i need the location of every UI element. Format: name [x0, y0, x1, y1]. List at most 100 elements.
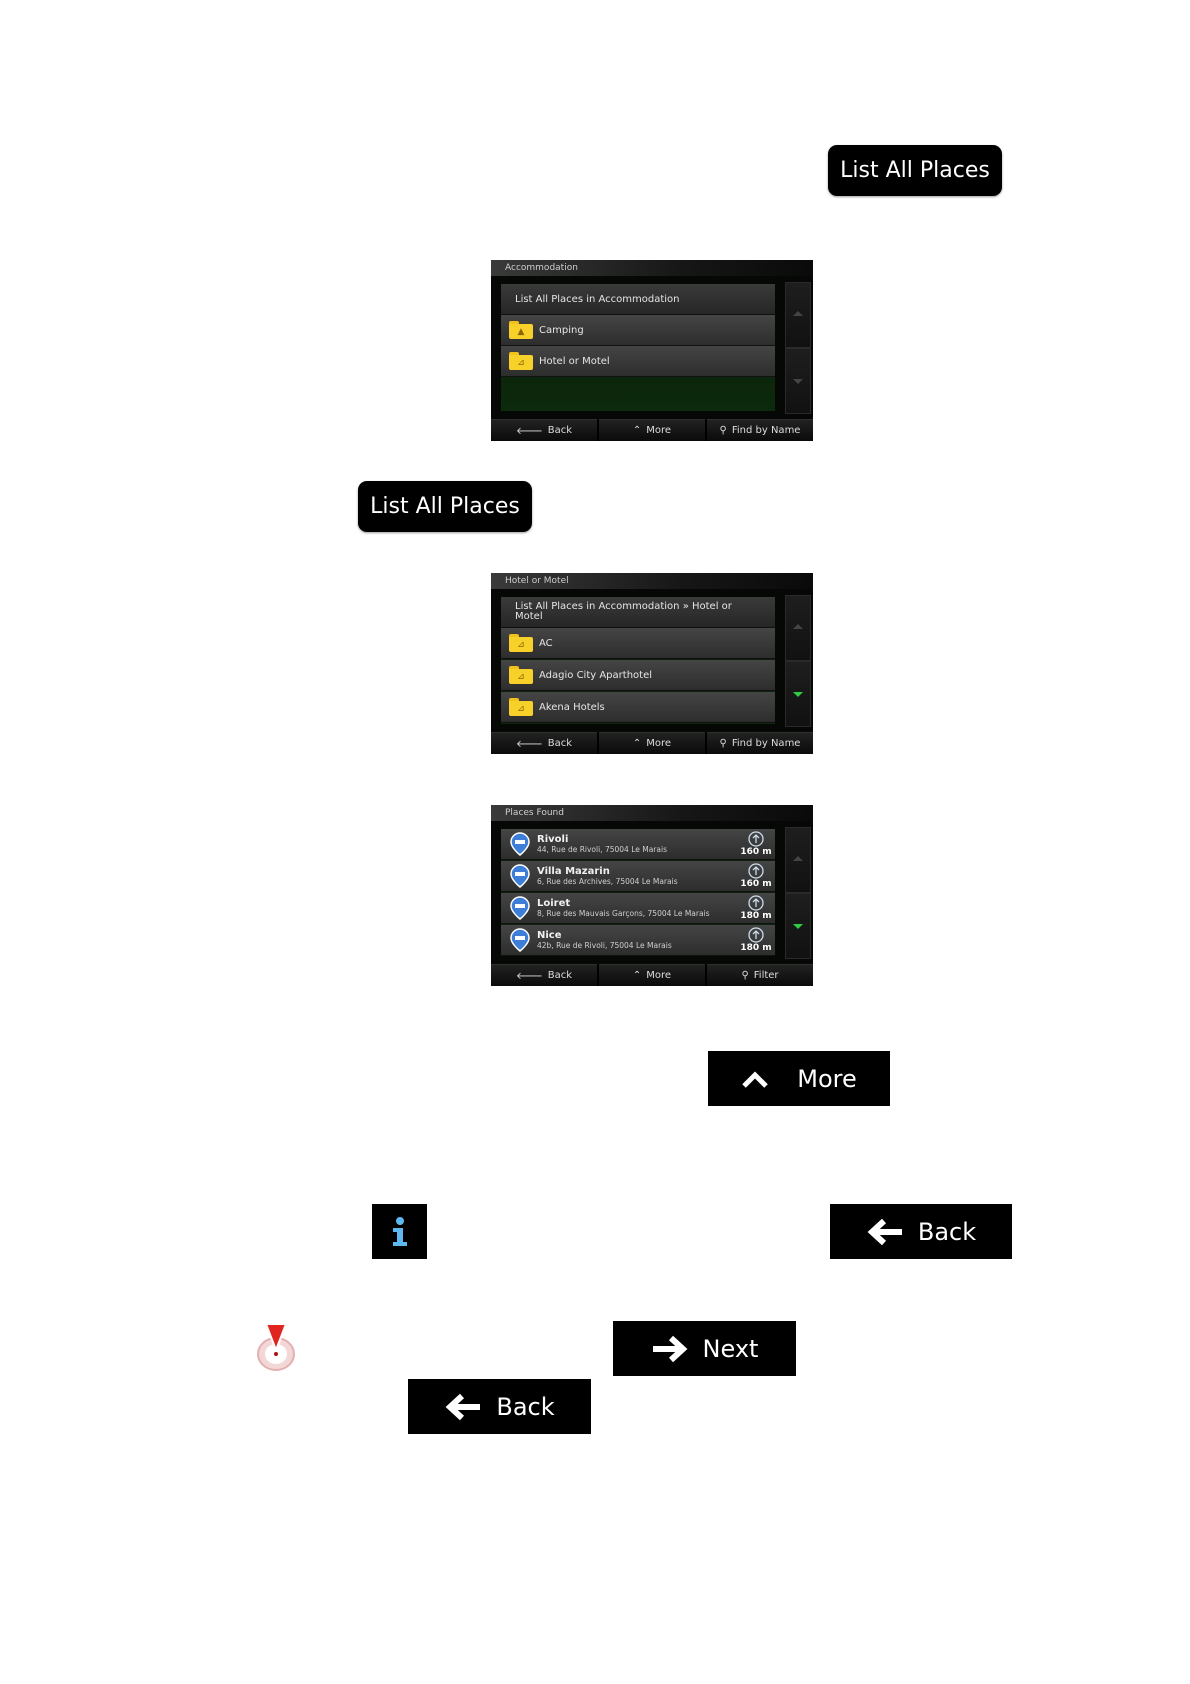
- hotel-or-motel-screen: Hotel or Motel List All Places in Accomm…: [491, 573, 813, 754]
- back-button[interactable]: 🡐 Back: [491, 732, 597, 754]
- list-item[interactable]: ⊿ Hotel or Motel: [501, 346, 775, 377]
- more-button[interactable]: ⌃ More: [599, 419, 705, 441]
- bottom-bar: 🡐 Back ⌃ More ⚲Find by Name: [491, 732, 813, 754]
- folder-icon: ⊿: [509, 698, 533, 716]
- screen-title: Places Found: [491, 805, 813, 821]
- place-distance: 160 m: [740, 847, 772, 857]
- button-label: Back: [547, 738, 573, 749]
- find-by-name-button[interactable]: ⚲Find by Name: [707, 732, 813, 754]
- info-button[interactable]: [372, 1204, 427, 1259]
- scroll-down[interactable]: [785, 893, 811, 959]
- button-label: More: [646, 738, 672, 749]
- back-button-large-2[interactable]: Back: [408, 1379, 591, 1434]
- button-label: Back: [547, 425, 573, 436]
- find-by-name-button[interactable]: ⚲ Find by Name: [707, 419, 813, 441]
- back-arrow-icon: [445, 1393, 481, 1420]
- row-label-line2: Motel: [515, 611, 543, 622]
- scroll-up[interactable]: [785, 282, 811, 348]
- place-distance: 160 m: [740, 879, 772, 889]
- search-icon: ⚲: [719, 425, 727, 436]
- chevron-up-icon: ⌃: [632, 425, 642, 436]
- list-item[interactable]: ▲ Camping: [501, 315, 775, 346]
- folder-icon: ⊿: [509, 634, 533, 652]
- more-button-large[interactable]: More: [708, 1051, 890, 1106]
- chevron-down-icon: [793, 692, 803, 697]
- row-label: AC: [539, 637, 553, 649]
- place-address: 6, Rue des Archives, 75004 Le Marais: [537, 877, 678, 886]
- list-item[interactable]: ⊿ Akena Hotels: [501, 692, 775, 723]
- scroll-up[interactable]: [785, 595, 811, 661]
- accommodation-screen: Accommodation List All Places in Accommo…: [491, 260, 813, 441]
- route-icon: [748, 831, 764, 847]
- folder-icon: ⊿: [509, 352, 533, 370]
- row-label: Camping: [539, 324, 584, 336]
- place-name: Villa Mazarin: [537, 866, 610, 877]
- folder-icon: ▲: [509, 321, 533, 339]
- more-button[interactable]: ⌃ More: [599, 732, 705, 754]
- button-label: More: [646, 425, 672, 436]
- folder-icon: ⊿: [509, 666, 533, 684]
- category-list: List All Places in Accommodation ▲ Campi…: [501, 284, 775, 411]
- destination-pin-icon: [254, 1320, 298, 1376]
- scroll-up[interactable]: [785, 827, 811, 893]
- back-button[interactable]: 🡐Back: [491, 419, 597, 441]
- list-all-places-button-top[interactable]: List All Places: [828, 145, 1002, 196]
- button-label: Filter: [753, 970, 779, 981]
- button-label: List All Places: [840, 158, 990, 183]
- button-label: Back: [917, 1217, 977, 1246]
- row-label: Akena Hotels: [539, 701, 605, 713]
- chevron-down-icon: [793, 379, 803, 384]
- hotel-pin-icon: [510, 896, 530, 920]
- chevron-up-icon: [793, 311, 803, 316]
- place-address: 44, Rue de Rivoli, 75004 Le Marais: [537, 845, 667, 854]
- place-address: 8, Rue des Mauvais Garçons, 75004 Le Mar…: [537, 909, 710, 918]
- back-button[interactable]: 🡐Back: [491, 964, 597, 986]
- place-name: Loiret: [537, 898, 571, 909]
- button-label: More: [646, 970, 672, 981]
- chevron-up-icon: [793, 624, 803, 629]
- bottom-bar: 🡐Back ⌃ More ⚲ Find by Name: [491, 419, 813, 441]
- scroll-down[interactable]: [785, 661, 811, 727]
- hotel-list: List All Places in Accommodation » Hotel…: [501, 597, 775, 724]
- more-button[interactable]: ⌃More: [599, 964, 705, 986]
- button-label: List All Places: [370, 494, 520, 519]
- list-all-places-row[interactable]: List All Places in Accommodation: [501, 284, 775, 315]
- button-label: Back: [496, 1392, 555, 1421]
- row-label: List All Places in Accommodation: [515, 293, 680, 305]
- list-item[interactable]: ⊿ AC: [501, 628, 775, 659]
- button-label: Next: [702, 1334, 759, 1363]
- list-all-places-row[interactable]: List All Places in Accommodation » Hotel…: [501, 597, 775, 628]
- route-icon: [748, 927, 764, 943]
- route-icon: [748, 895, 764, 911]
- next-arrow-icon: [652, 1335, 687, 1362]
- list-item[interactable]: ⊿ Adagio City Aparthotel: [501, 660, 775, 691]
- info-icon: [392, 1216, 407, 1246]
- hotel-pin-icon: [510, 928, 530, 952]
- back-arrow-icon: 🡐: [515, 738, 543, 750]
- button-label: Find by Name: [731, 425, 801, 436]
- scroll-down[interactable]: [785, 348, 811, 414]
- next-button[interactable]: Next: [613, 1321, 796, 1376]
- button-label: More: [797, 1064, 857, 1093]
- place-name: Rivoli: [537, 834, 569, 845]
- back-button-large[interactable]: Back: [830, 1204, 1012, 1259]
- chevron-up-icon: ⌃: [632, 738, 642, 749]
- bottom-bar: 🡐Back ⌃More ⚲ Filter: [491, 964, 813, 986]
- back-arrow-icon: 🡐: [515, 970, 543, 982]
- back-arrow-icon: [867, 1218, 902, 1245]
- search-icon: ⚲: [741, 970, 749, 981]
- list-all-places-button-mid[interactable]: List All Places: [358, 481, 532, 532]
- row-label-line1: List All Places in Accommodation » Hotel…: [515, 601, 732, 612]
- place-name: Nice: [537, 930, 562, 941]
- row-label: Hotel or Motel: [539, 355, 610, 367]
- filter-button[interactable]: ⚲ Filter: [707, 964, 813, 986]
- chevron-down-icon: [793, 924, 803, 929]
- place-address: 42b, Rue de Rivoli, 75004 Le Marais: [537, 941, 672, 950]
- button-label: Find by Name: [731, 738, 801, 749]
- hotel-pin-icon: [510, 832, 530, 856]
